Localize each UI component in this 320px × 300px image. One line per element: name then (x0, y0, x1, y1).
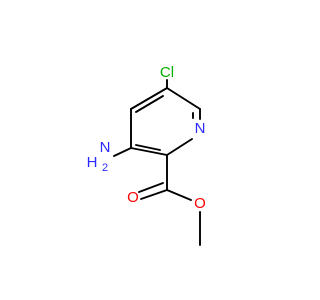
bond-c5-c4 (130, 87, 168, 110)
chlorine-label: Cl (160, 64, 174, 81)
bond-c3-nh2 (113, 147, 132, 157)
amine-nitrogen-label: N (100, 139, 111, 156)
carbonyl-oxygen-label: O (127, 189, 139, 206)
bond-carbonyl-double-b (138, 182, 164, 193)
ester-oxygen-label: O (194, 195, 206, 212)
bond-c2-c3-inner (135, 144, 161, 151)
bond-n1-c2 (166, 138, 193, 156)
ring-nitrogen-label: N (195, 120, 206, 137)
bond-c4-c4-inner (135, 95, 164, 113)
bond-c2-c3 (130, 147, 168, 156)
bond-c5-c6 (166, 87, 201, 110)
molecule-structure: Cl N N H 2 O O (87, 64, 206, 246)
amine-subscript-label: 2 (102, 162, 108, 174)
bond-c-oester (166, 189, 192, 201)
amine-hydrogen-label: H (87, 154, 98, 171)
bond-carbonyl-double-a (140, 189, 168, 200)
